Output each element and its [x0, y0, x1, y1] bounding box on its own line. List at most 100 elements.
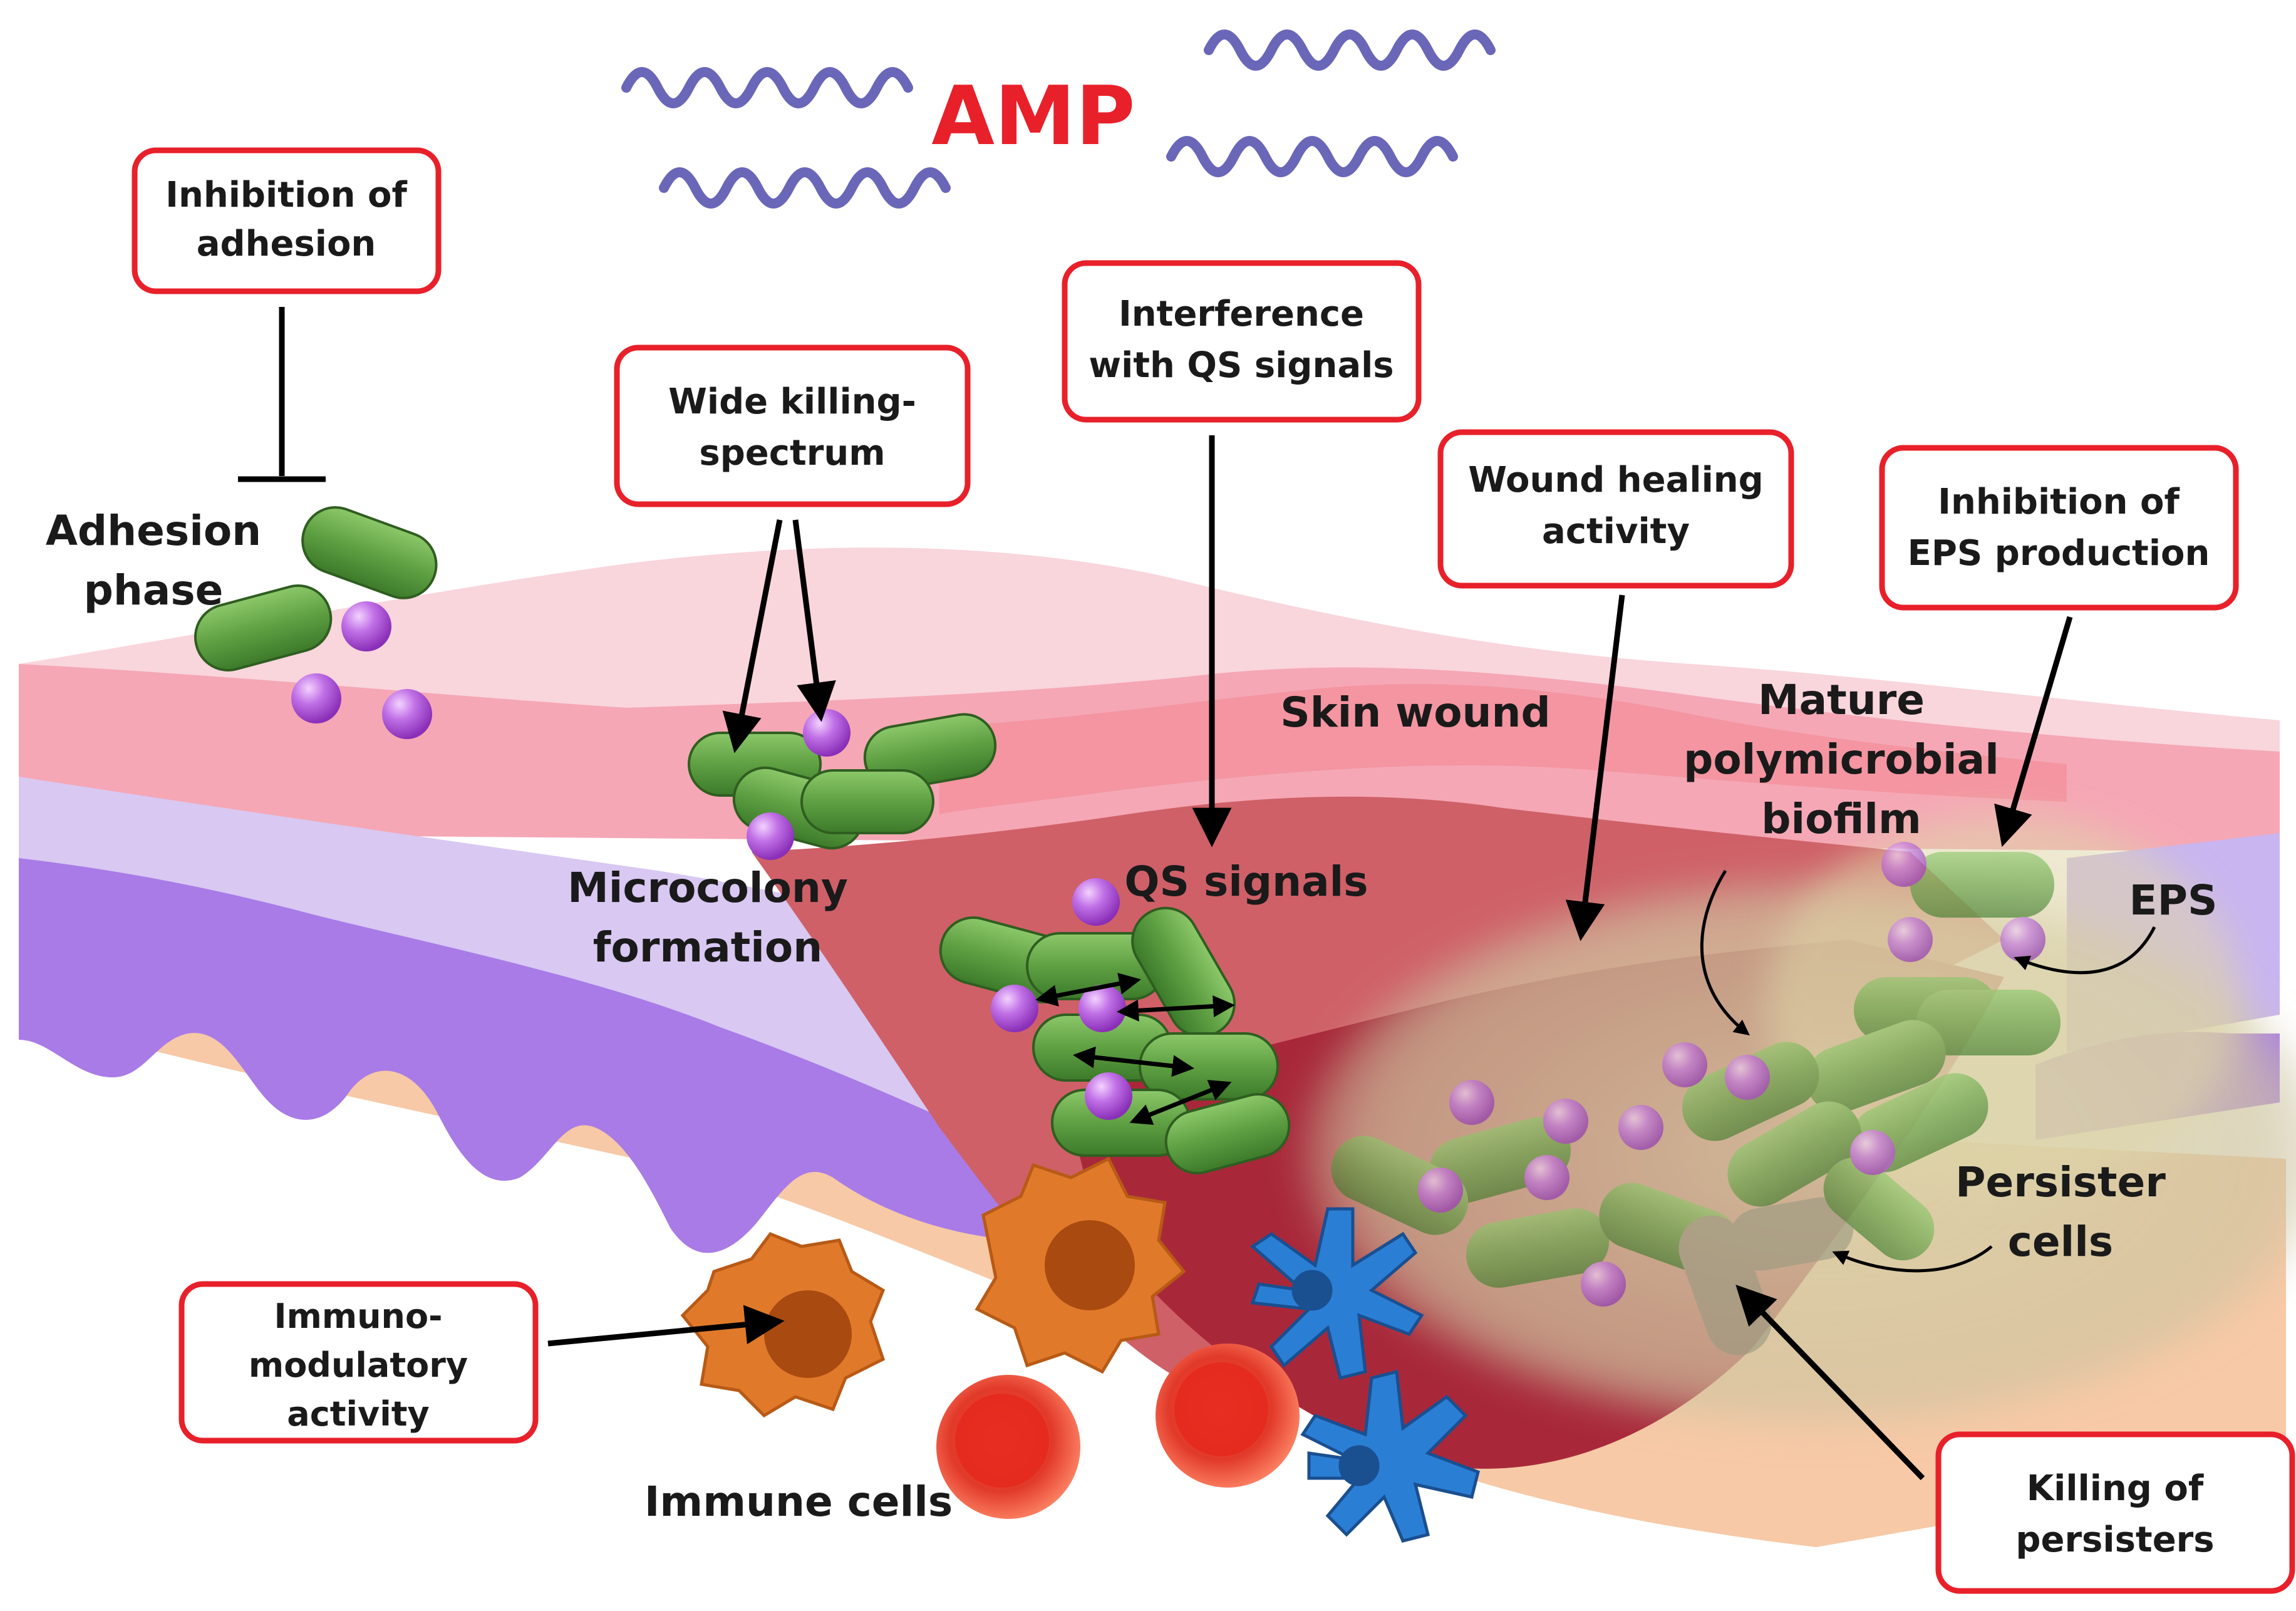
box-wound-healing-text-line: Wound healing — [1468, 460, 1764, 500]
eps-pointer — [2014, 926, 2156, 975]
bacterium-icon — [1729, 1197, 1854, 1271]
helix-icon — [1166, 136, 1458, 177]
particle-icon — [341, 601, 391, 651]
helix-icon — [1204, 29, 1496, 71]
adhesion-phase-label: Adhesion phase — [46, 507, 261, 614]
particle-icon — [1888, 917, 1933, 962]
box-eps-inhibition-text-line: EPS production — [1908, 533, 2210, 574]
box-wide-killing-text-line: spectrum — [699, 433, 885, 474]
adhesion-bacteria — [194, 506, 438, 739]
red-blood-cell-center — [955, 1394, 1049, 1488]
wound-rim — [939, 684, 2067, 814]
immune-cells — [680, 1156, 1480, 1543]
box-adhesion-inhibition — [132, 147, 442, 294]
box-persister-killing-text-line: persisters — [2015, 1520, 2214, 1560]
particle-icon — [1850, 1130, 1895, 1175]
amp-helices — [621, 29, 1496, 209]
particle-icon — [1662, 1042, 1707, 1087]
microcolony-label-line: formation — [593, 923, 822, 971]
box-adhesion-inhibition-text: Inhibition of adhesion — [165, 175, 407, 264]
bacterium-icon — [1806, 1020, 1946, 1113]
box-wide-killing-text-line: Wide killing- — [668, 381, 916, 422]
biofilm-bacteria — [1331, 842, 2061, 1355]
box-immunomodulatory-text-line: Immuno- — [274, 1297, 442, 1336]
box-qs-interference-text: Interference with QS signals — [1089, 294, 1394, 386]
signal-arrow — [1117, 995, 1235, 1022]
adhesion-phase-label-line: Adhesion — [46, 507, 261, 555]
amp-title: AMP — [931, 68, 1135, 163]
persister-kill-arrow — [1735, 1284, 1925, 1481]
dendritic-cell-icon — [1300, 1369, 1480, 1543]
eps-label: EPS — [2129, 876, 2218, 925]
persister-cells-label-line: cells — [2008, 1218, 2113, 1266]
eps-inhibition-arrow — [1994, 616, 2073, 847]
particle-icon — [1085, 1072, 1132, 1120]
adhesion-phase-label-line: phase — [84, 566, 224, 614]
box-immunomodulatory-text: Immuno-modulatory activity — [249, 1297, 468, 1434]
particle-icon — [1543, 1099, 1588, 1144]
biofilm-pointer — [1700, 869, 1750, 1036]
box-adhesion-inhibition-text-line: Inhibition of — [165, 175, 407, 215]
connectors — [238, 307, 2156, 1481]
particle-icon — [747, 812, 794, 860]
particle-icon — [291, 673, 341, 723]
particle-icon — [1581, 1261, 1626, 1307]
helix-icon — [659, 167, 951, 209]
particle-icon — [991, 985, 1038, 1032]
bacterium-icon — [800, 769, 934, 834]
signal-arrow — [1073, 1046, 1194, 1077]
particle-icon — [803, 709, 851, 757]
particle-icon — [1418, 1168, 1463, 1213]
microcolony-label-line: Microcolony — [567, 864, 848, 912]
bacterium-icon — [1466, 1208, 1610, 1288]
persister-pointer — [1832, 1245, 1993, 1273]
box-wound-healing-text: Wound healing activity — [1468, 460, 1764, 552]
eps-label-line: EPS — [2129, 876, 2218, 925]
bacterium-icon — [1910, 852, 2054, 918]
red-blood-cell-center — [1174, 1362, 1268, 1456]
killing-arrow-2 — [792, 519, 836, 722]
box-adhesion-inhibition-text-line: adhesion — [197, 224, 376, 264]
helix-icon — [621, 67, 913, 108]
immune-cells-label-line: Immune cells — [644, 1478, 953, 1526]
macrophage-nucleus — [764, 1290, 852, 1378]
box-wound-healing-text-line: activity — [1542, 511, 1690, 552]
skin-wound-label: Skin wound — [1280, 688, 1551, 737]
box-immunomodulatory-text-line: activity — [287, 1394, 430, 1434]
box-qs-interference-text-line: with QS signals — [1089, 345, 1394, 386]
immuno-arrow — [547, 1305, 785, 1347]
mature-biofilm-label-line: polymicrobial — [1683, 735, 1999, 784]
mature-biofilm-label: Mature polymicrobial biofilm — [1683, 676, 1999, 843]
particle-icon — [2000, 917, 2045, 962]
box-eps-inhibition-text: Inhibition of EPS production — [1908, 482, 2210, 574]
macrophage-nucleus — [1045, 1220, 1135, 1310]
box-qs-interference-text-line: Interference — [1119, 294, 1364, 334]
signal-arrow — [1035, 973, 1141, 1007]
bacterium-icon — [194, 584, 333, 671]
persister-cells-label: Persister cells — [1955, 1158, 2166, 1266]
microcolony — [688, 709, 997, 860]
mature-biofilm-label-line: Mature — [1758, 676, 1925, 724]
function-boxes — [132, 147, 2295, 1594]
persister-cells-label-line: Persister — [1955, 1158, 2166, 1206]
box-persister-killing-text: Killing of persisters — [2015, 1468, 2214, 1560]
particle-icon — [1881, 842, 1926, 887]
bacterium-icon — [1823, 1157, 1935, 1261]
mature-biofilm-label-line: biofilm — [1761, 795, 1921, 843]
box-wide-killing-text: Wide killing-spectrum — [668, 381, 916, 474]
qs-signals-label-line: QS signals — [1124, 857, 1368, 906]
particle-icon — [382, 689, 432, 739]
box-immunomodulatory-text-line: modulatory — [249, 1345, 468, 1385]
particle-icon — [1725, 1055, 1770, 1100]
signal-arrow — [1129, 1080, 1232, 1125]
bacterium-icon — [1727, 1101, 1862, 1207]
particle-icon — [1072, 878, 1120, 926]
box-persister-killing — [1935, 1431, 2295, 1594]
box-persister-killing-text-line: Killing of — [2027, 1468, 2204, 1509]
box-qs-interference — [1062, 260, 1422, 423]
box-eps-inhibition-text-line: Inhibition of — [1938, 482, 2180, 522]
box-wound-healing — [1437, 429, 1794, 589]
microcolony-label: Microcolony formation — [567, 864, 848, 971]
